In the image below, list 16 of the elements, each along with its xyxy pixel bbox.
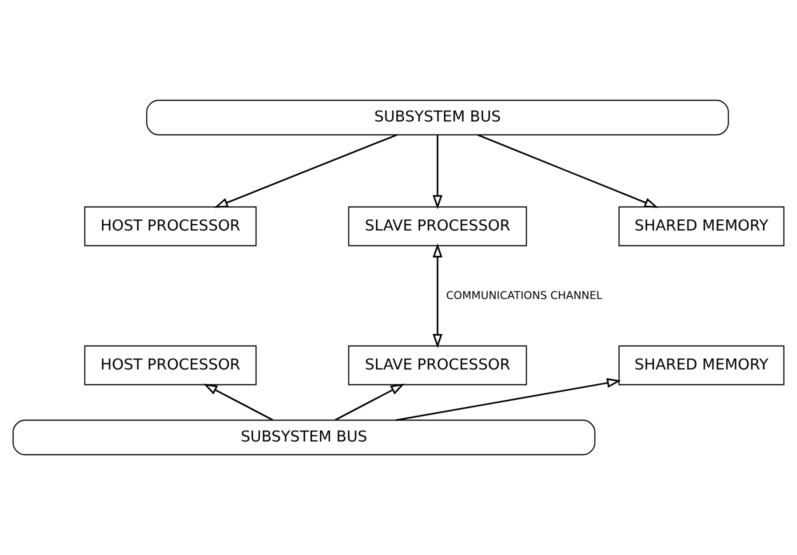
- edge-label: COMMUNICATIONS CHANNEL: [446, 289, 602, 302]
- node-box: SUBSYSTEM BUS: [146, 100, 729, 136]
- arrow: [396, 378, 622, 421]
- node-box: SLAVE PROCESSOR: [348, 206, 527, 246]
- node-box: SUBSYSTEM BUS: [12, 420, 596, 456]
- node-box: HOST PROCESSOR: [84, 206, 257, 246]
- node-box: HOST PROCESSOR: [84, 345, 257, 386]
- arrow: [334, 384, 405, 421]
- node-box: SLAVE PROCESSOR: [348, 345, 527, 386]
- arrow: [477, 134, 658, 208]
- arrow: [203, 384, 274, 421]
- node-box: SHARED MEMORY: [618, 206, 784, 246]
- arrow: [432, 243, 442, 348]
- node-box: SHARED MEMORY: [618, 345, 784, 386]
- arrow: [214, 134, 398, 208]
- arrow: [432, 134, 442, 210]
